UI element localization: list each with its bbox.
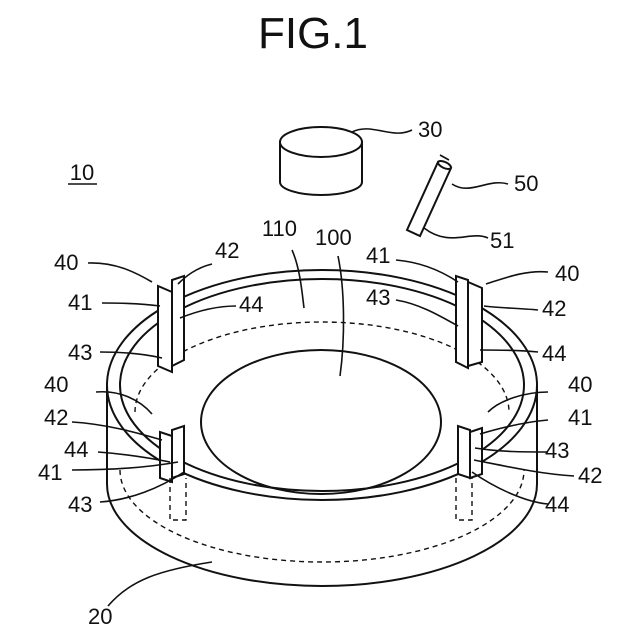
label-tl-44: 44: [239, 292, 263, 317]
label-br-43: 43: [545, 438, 569, 463]
label-tr-44: 44: [542, 341, 566, 366]
component-30-cylinder: [280, 127, 362, 195]
clamp-40-bottom-right: [456, 426, 482, 520]
label-110: 110: [262, 216, 297, 241]
label-bl-43: 43: [68, 492, 92, 517]
reference-labels: 110 100 40 42 41 44 43 41 40 43 42 44 40…: [38, 216, 602, 629]
label-bl-40: 40: [44, 372, 68, 397]
label-br-42: 42: [578, 463, 602, 488]
label-tr-42: 42: [542, 296, 566, 321]
rod-tip-mark: [440, 155, 449, 160]
label-tl-43: 43: [68, 340, 92, 365]
figure-title: FIG.1: [258, 9, 368, 58]
label-10: 10: [70, 160, 94, 185]
label-br-41: 41: [568, 405, 592, 430]
label-bl-44: 44: [64, 437, 88, 462]
label-50: 50: [514, 171, 538, 196]
label-tr-43: 43: [366, 285, 390, 310]
component-50-rod: [407, 159, 452, 236]
leader-50: [452, 183, 508, 188]
clamp-40-top-right: [456, 276, 482, 368]
leader-51: [424, 228, 488, 238]
label-51: 51: [490, 228, 514, 253]
label-100: 100: [315, 225, 352, 250]
label-br-44: 44: [545, 492, 569, 517]
label-20: 20: [88, 604, 112, 629]
label-tl-42: 42: [215, 238, 239, 263]
label-tr-41: 41: [366, 243, 390, 268]
label-30: 30: [418, 117, 442, 142]
label-bl-41: 41: [38, 460, 62, 485]
label-tr-40: 40: [555, 261, 579, 286]
label-bl-42: 42: [44, 405, 68, 430]
label-tl-41: 41: [68, 290, 92, 315]
leader-30: [352, 129, 412, 133]
component-100-disc: [201, 350, 441, 494]
leader-lines: [72, 250, 574, 606]
label-br-40: 40: [568, 372, 592, 397]
label-tl-40: 40: [54, 250, 78, 275]
